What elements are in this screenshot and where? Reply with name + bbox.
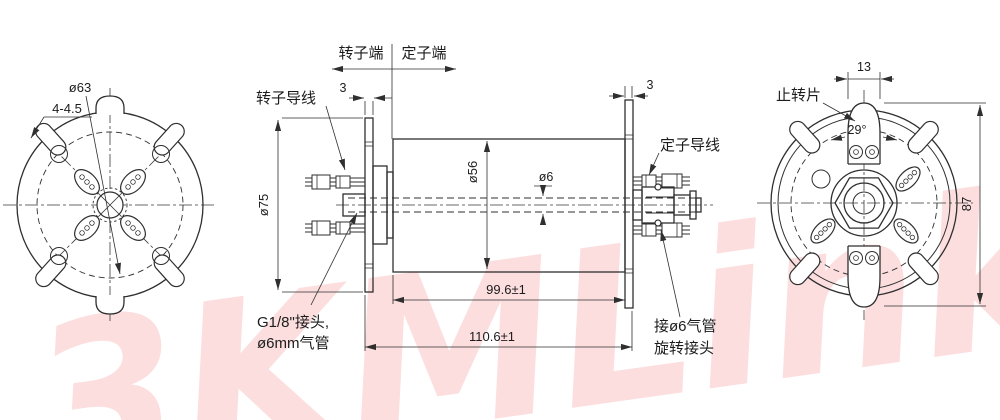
rotor-end-label: 转子端: [338, 45, 383, 62]
mounting-hole: [152, 145, 170, 163]
contact-pad: [74, 215, 100, 241]
rotor-flange-slot-ticks: [365, 141, 373, 269]
mounting-hole: [50, 247, 68, 265]
dim-text: ø6: [539, 170, 554, 184]
mounting-slot: [907, 252, 939, 286]
port-note-line2: ø6mm气管: [257, 335, 330, 352]
stop-tab-label: 止转片: [776, 87, 821, 104]
port-note-line1: G1/8"接头,: [257, 314, 329, 331]
rotor-end-view: ø63 4-4.5: [3, 80, 217, 322]
stator-wires-leader: [648, 152, 660, 176]
mounting-slot: [907, 120, 939, 154]
stator-end-view: 13 29° 87 止转片: [757, 60, 986, 320]
dia63-label: ø63: [69, 80, 91, 95]
port-note-leader: [310, 212, 358, 306]
rotor-wire-bundle: [305, 220, 365, 236]
dim-bore-diameter: ø6: [534, 170, 554, 225]
dim-overall-height: 87: [884, 102, 986, 307]
stop-tab-bottom: [847, 245, 881, 308]
contact-pad: [120, 169, 146, 195]
dim-text: 29°: [848, 123, 867, 137]
dim-flange-diameter: ø75: [256, 117, 363, 293]
pad-oval: [810, 218, 836, 244]
holes-label: 4-4.5: [52, 101, 82, 116]
locating-bump-bottom-outline: [95, 296, 125, 315]
mounting-hole: [50, 145, 68, 163]
dim-text: 87: [959, 197, 974, 211]
rotor-wire-bundle: [305, 174, 365, 190]
dim-tab-angle: 29°: [830, 123, 898, 141]
mounting-slot: [153, 254, 185, 288]
dim-tab-width: 13: [834, 60, 894, 99]
joint-note-line1: 接ø6气管: [654, 318, 717, 335]
dim-body-length: 99.6±1: [392, 275, 625, 304]
rotor-wires-leader: [325, 105, 346, 171]
rotary-fitting: [632, 183, 702, 227]
fitting-notch: [654, 183, 662, 191]
locating-bump-top-outline: [95, 95, 125, 114]
locating-bump-bottom: [96, 295, 124, 314]
dim-body-diameter: ø56: [465, 141, 491, 269]
mounting-slot: [789, 252, 821, 286]
dim-flange-thickness-left: 3: [340, 81, 392, 115]
holes-leader: [30, 116, 45, 139]
face-hole: [811, 169, 831, 189]
contact-pad: [74, 169, 100, 195]
bore-hidden-line: [348, 197, 700, 213]
mounting-hole: [152, 247, 170, 265]
joint-note-leader: [660, 229, 681, 318]
dim-text: 110.6±1: [469, 329, 515, 344]
dim-flange-thickness-right: 3: [609, 78, 654, 100]
locating-bump-top: [96, 96, 124, 115]
dim-text: 99.6±1: [486, 282, 526, 297]
mounting-slot: [35, 254, 67, 288]
rotor-wires-label: 转子导线: [256, 90, 316, 107]
mounting-slot: [789, 120, 821, 154]
dim-total-length: 110.6±1: [364, 295, 633, 351]
joint-note-line2: 旋转接头: [654, 340, 714, 357]
center-bore-hatch: [100, 195, 120, 215]
bolt-circle: [36, 131, 184, 279]
dia63-leader: [85, 95, 121, 275]
stator-flange-slot-ticks: [625, 134, 633, 274]
stop-tab-top: [847, 102, 881, 165]
dim-text: ø56: [465, 161, 480, 183]
cross-section-view: 转子端 定子端: [256, 44, 720, 357]
stator-wires-label: 定子导线: [660, 137, 720, 154]
pad-oval: [893, 218, 919, 244]
dim-text: 3: [647, 78, 654, 92]
dim-text: ø75: [256, 194, 271, 216]
pad-oval: [895, 166, 921, 192]
stop-tab-leader: [822, 102, 856, 122]
contact-pad: [120, 215, 146, 241]
dim-text: 3: [340, 81, 347, 95]
fitting-notch: [654, 219, 662, 227]
center-nut: [830, 169, 898, 237]
mounting-slot: [153, 122, 185, 156]
dim-text: 13: [857, 60, 871, 74]
stator-end-label: 定子端: [401, 45, 446, 62]
stator-wire-bundle: [633, 173, 690, 189]
